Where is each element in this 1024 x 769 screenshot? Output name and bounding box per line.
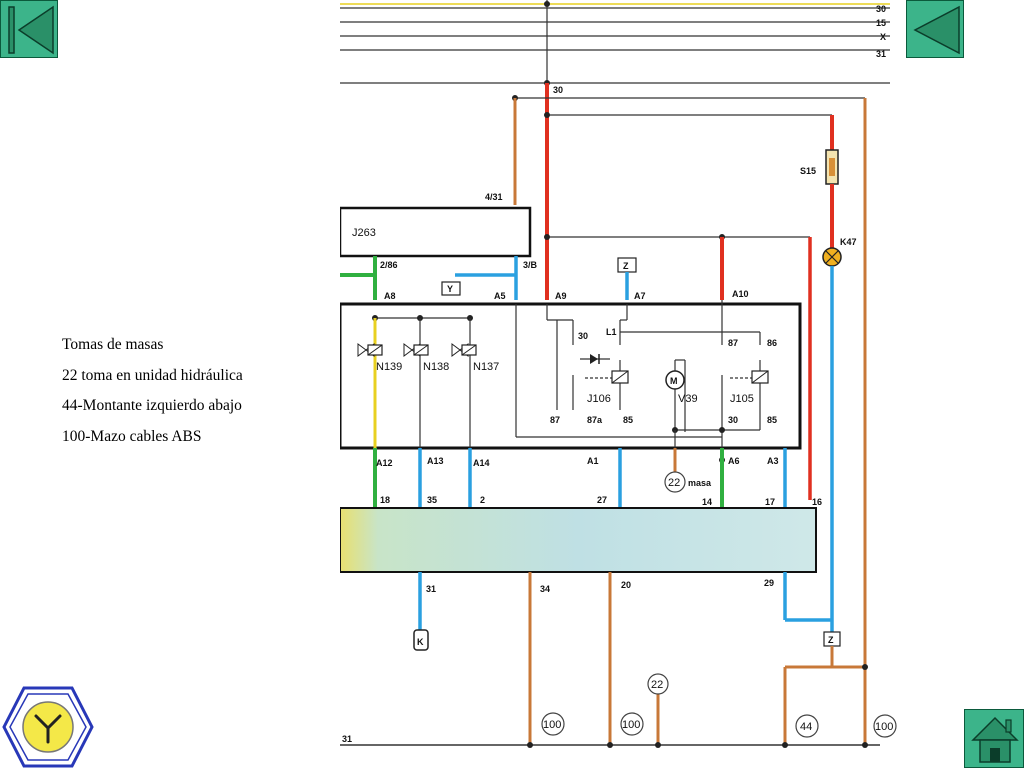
legend-item-22: 22 toma en unidad hidráulica <box>62 366 243 384</box>
pin-a14: A14 <box>473 458 490 468</box>
pin-16: 16 <box>812 497 822 507</box>
connector-k-label: K <box>417 637 424 647</box>
pin-27: 27 <box>597 495 607 505</box>
relay-pin-30b: 30 <box>728 415 738 425</box>
pin-20: 20 <box>621 580 631 590</box>
pin-a13: A13 <box>427 456 444 466</box>
pin-34: 34 <box>540 584 550 594</box>
relay-pin-85b: 85 <box>767 415 777 425</box>
first-slide-button[interactable] <box>0 0 58 58</box>
pin-a10: A10 <box>732 289 749 299</box>
abs-controller-box <box>340 302 802 450</box>
legend-item-100: 100-Mazo cables ABS <box>62 427 202 445</box>
bus-label-x: X <box>880 32 886 42</box>
connector-y <box>441 281 461 296</box>
motor-v39 <box>665 370 685 390</box>
pin-18: 18 <box>380 495 390 505</box>
ground-points-legend: Tomas de masas 22 toma en unidad hidrául… <box>62 330 322 452</box>
connector-z-bottom-label: Z <box>828 635 834 645</box>
multi-pin-connector <box>340 507 817 573</box>
valve-n139 <box>357 318 383 448</box>
pin-2: 2 <box>480 495 485 505</box>
ground-100c-label: 100 <box>875 721 893 733</box>
bus-label-15: 15 <box>876 18 886 28</box>
relay-pin-87b: 87 <box>728 338 738 348</box>
pin-a5: A5 <box>494 291 506 301</box>
connector-z-top-label: Z <box>623 261 629 271</box>
home-button[interactable] <box>964 709 1024 768</box>
valve-n138 <box>403 318 429 448</box>
bus-lines <box>340 3 890 84</box>
relay-pin-30: 30 <box>578 331 588 341</box>
masa-label: masa <box>688 478 712 488</box>
previous-slide-button[interactable] <box>906 0 964 58</box>
connector-y-label: Y <box>447 284 453 294</box>
ground-44 <box>795 714 819 738</box>
relay-pin-87a: 87a <box>587 415 603 425</box>
pin-a9: A9 <box>555 291 567 301</box>
wire-label-30: 30 <box>553 85 563 95</box>
skip-to-first-icon <box>8 5 54 55</box>
wire-label-286: 2/86 <box>380 260 398 270</box>
previous-icon <box>913 5 960 55</box>
v39-label: V39 <box>678 393 698 405</box>
ground-22b-label: 22 <box>651 679 663 691</box>
ground-100b-label: 100 <box>622 719 640 731</box>
home-icon <box>971 716 1019 763</box>
valve-n137 <box>451 318 477 448</box>
three-way-junction-icon <box>2 686 94 768</box>
ground-100a-label: 100 <box>543 719 561 731</box>
s15-label: S15 <box>800 166 816 176</box>
ground-22a-label: 22 <box>668 477 680 489</box>
pin-17: 17 <box>765 497 775 507</box>
pin-a3: A3 <box>767 456 779 466</box>
ground-44-label: 44 <box>800 721 812 733</box>
n139-label: N139 <box>376 361 402 373</box>
ground-100-a <box>541 712 565 736</box>
relay-pin-85: 85 <box>623 415 633 425</box>
pin-35: 35 <box>427 495 437 505</box>
pin-a6: A6 <box>728 456 740 466</box>
pin-a1: A1 <box>587 456 599 466</box>
ground-22-lower <box>647 673 669 695</box>
pin-31: 31 <box>426 584 436 594</box>
pin-a8: A8 <box>384 291 396 301</box>
legend-title: Tomas de masas <box>62 336 164 353</box>
bottom-bus-label-31: 31 <box>342 734 352 744</box>
pin-29: 29 <box>764 578 774 588</box>
bus-label-31: 31 <box>876 49 886 59</box>
wire-label-3b: 3/B <box>523 260 538 270</box>
j263-unit <box>340 206 532 258</box>
ground-100-c <box>873 714 897 738</box>
relay-pin-87: 87 <box>550 415 560 425</box>
wiring-diagram: 30 15 X 31 30 4/31 J263 S15 K47 2/86 3/B… <box>340 0 897 748</box>
n137-label: N137 <box>473 361 499 373</box>
pin-a7: A7 <box>634 291 646 301</box>
n138-label: N138 <box>423 361 449 373</box>
bus-label-30: 30 <box>876 4 886 14</box>
j263-label: J263 <box>352 227 376 239</box>
motor-m-label: M <box>670 376 678 386</box>
pin-14: 14 <box>702 497 712 507</box>
k47-label: K47 <box>840 237 857 247</box>
legend-item-44: 44-Montante izquierdo abajo <box>62 397 242 414</box>
pin-a12: A12 <box>376 458 393 468</box>
j105-label: J105 <box>730 393 754 405</box>
relay-pin-86: 86 <box>767 338 777 348</box>
ground-22-masa <box>664 471 686 493</box>
wire-label-431: 4/31 <box>485 192 503 202</box>
relay-pin-l1: L1 <box>606 327 617 337</box>
ground-100-b <box>620 712 644 736</box>
connector-k <box>413 629 429 651</box>
j106-label: J106 <box>587 393 611 405</box>
